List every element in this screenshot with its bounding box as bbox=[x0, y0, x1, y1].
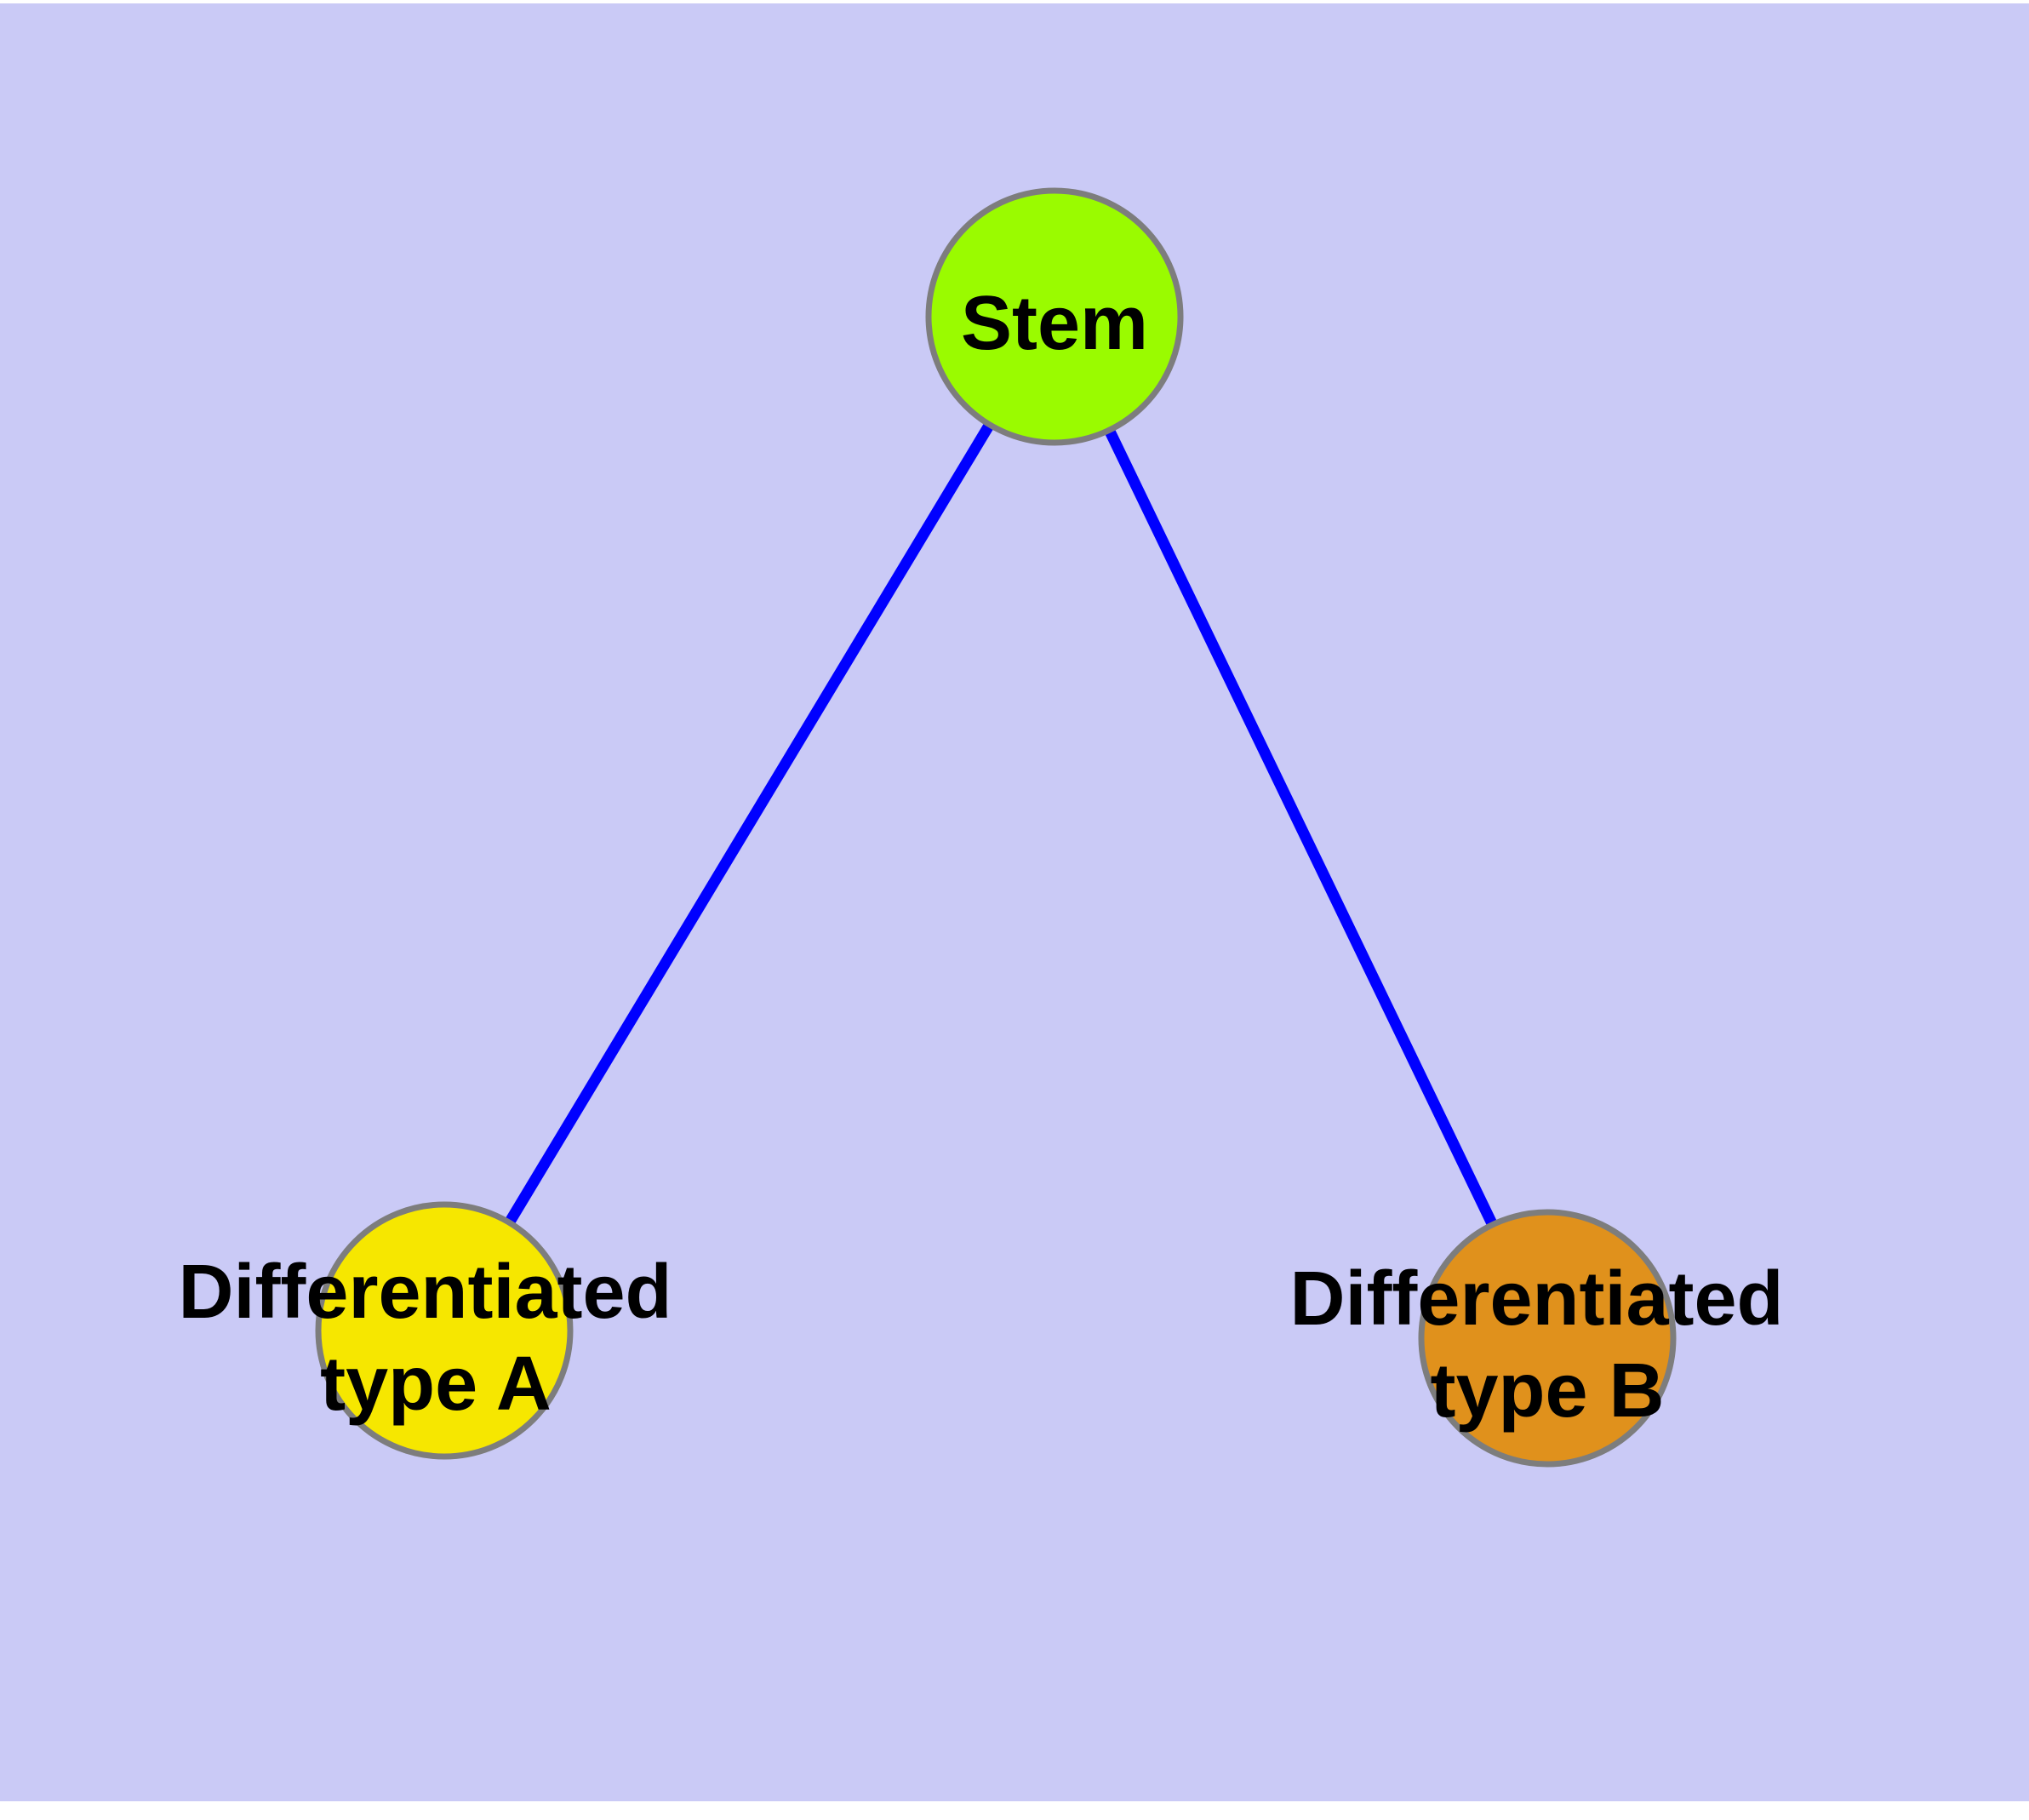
type-a-label-line-2: type A bbox=[320, 1342, 552, 1427]
type-b-label-line-2: type B bbox=[1430, 1348, 1664, 1434]
stem-node-label: Stem bbox=[961, 281, 1148, 366]
type-a-node-label: Differentiated type A bbox=[178, 1250, 693, 1427]
type-b-label-line-1: Differentiated bbox=[1289, 1256, 1783, 1342]
type-b-node bbox=[1418, 1209, 1677, 1468]
edge-stem-to-type-a bbox=[439, 313, 1060, 1334]
type-a-node bbox=[315, 1201, 574, 1460]
type-b-node-label: Differentiated type B bbox=[1289, 1256, 1804, 1434]
edge-stem-to-type-b bbox=[1049, 314, 1552, 1341]
type-a-label-line-1: Differentiated bbox=[178, 1250, 672, 1335]
stem-node bbox=[925, 187, 1184, 446]
